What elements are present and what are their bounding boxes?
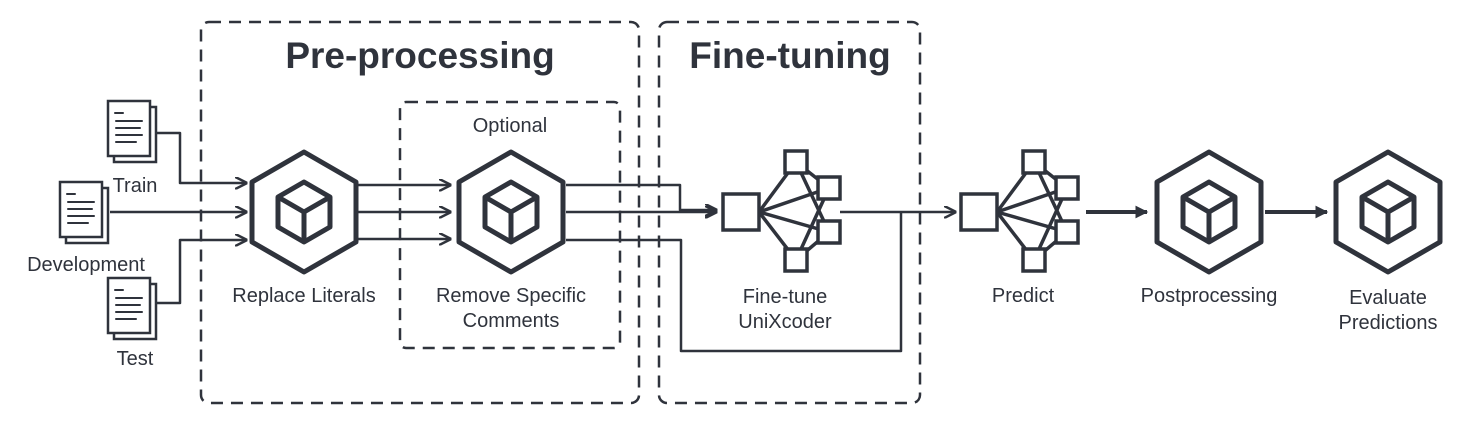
postprocessing-label: Postprocessing [1140,285,1278,307]
cube-icon-evaluate [1333,149,1443,275]
connector-train-to-replace [156,131,246,183]
connector-test-to-predict [566,212,903,353]
optional-group-box [398,100,622,350]
network-icon-finetune [721,149,842,273]
cube-icon-remove-comments [456,149,566,275]
remove-comments-label: Remove Specific Comments [406,284,616,334]
evaluate-label: Evaluate Predictions [1314,286,1462,336]
test-label: Test [116,348,154,370]
finetune-label-line1: Fine-tune [742,286,828,308]
connector-test-to-replace [156,240,246,305]
preprocessing-title: Pre-processing [285,35,555,76]
development-label: Development [27,254,145,276]
cube-icon-replace-literals [249,149,359,275]
finetuning-group-box [657,20,922,405]
replace-literals-label: Replace Literals [232,285,376,307]
finetuning-title: Fine-tuning [689,35,891,76]
network-icon-predict [959,149,1080,273]
document-icon-development [58,180,110,245]
optional-label: Optional [472,115,548,137]
remove-comments-label-line2: Comments [462,310,560,332]
predict-label: Predict [991,285,1055,307]
finetune-label: Fine-tune UniXcoder [700,285,870,335]
evaluate-label-line2: Predictions [1338,312,1438,334]
evaluate-label-line1: Evaluate [1349,287,1427,309]
train-label: Train [112,175,158,197]
finetune-label-line2: UniXcoder [738,311,832,333]
cube-icon-postprocessing [1154,149,1264,275]
document-icon-train [106,99,158,164]
remove-comments-label-line1: Remove Specific [435,285,587,307]
connector-remove-to-finetune-1 [566,183,716,210]
document-icon-test [106,276,158,341]
